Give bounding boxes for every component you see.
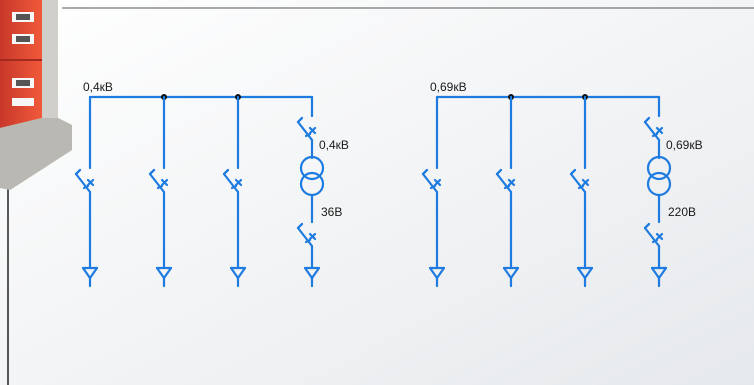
trafo-primary-voltage: 0,69кВ (666, 138, 703, 152)
feeder-3 (222, 95, 247, 288)
secondary-breaker (643, 222, 664, 248)
circuit-breaker (222, 168, 243, 194)
load-arrow (502, 266, 520, 288)
switchgear-cabinet-image (0, 0, 72, 190)
load-arrow (81, 266, 99, 288)
circuit-breaker (569, 168, 590, 194)
feeder-3 (569, 95, 594, 288)
circuit-breaker (74, 168, 95, 194)
load-arrow (303, 266, 321, 288)
trafo-secondary-voltage: 36В (321, 205, 342, 219)
feeder-1 (421, 95, 446, 288)
switch-x-mark (655, 126, 664, 135)
load-arrow (229, 266, 247, 288)
feeder-2 (495, 95, 520, 288)
switch-x-mark (308, 126, 317, 135)
panel-1: 0,4кВ 0,4кВ 36В (74, 80, 349, 288)
bus-voltage-label: 0,4кВ (83, 80, 113, 94)
primary-breaker (643, 116, 664, 142)
trafo-secondary-voltage: 220В (668, 205, 696, 219)
primary-breaker (296, 116, 317, 142)
feeder-1 (74, 95, 99, 288)
switch-x-mark (433, 178, 442, 187)
switch-x-mark (655, 232, 664, 241)
panel-2: 0,69кВ 0,69кВ 220В (421, 80, 703, 288)
switch-x-mark (234, 178, 243, 187)
switch-x-mark (308, 232, 317, 241)
transformer-feeder: 0,69кВ 220В (643, 95, 703, 288)
switch-x-mark (581, 178, 590, 187)
load-arrow (650, 266, 668, 288)
transformer-feeder: 0,4кВ 36В (296, 95, 349, 288)
load-arrow (428, 266, 446, 288)
switch-x-mark (160, 178, 169, 187)
load-arrow (155, 266, 173, 288)
feeder-2 (148, 95, 173, 288)
circuit-breaker (421, 168, 442, 194)
switch-x-mark (86, 178, 95, 187)
secondary-breaker (296, 222, 317, 248)
winding-primary (299, 155, 325, 181)
bus-voltage-label: 0,69кВ (430, 80, 467, 94)
circuit-breaker (495, 168, 516, 194)
load-arrow (576, 266, 594, 288)
winding-primary (646, 155, 672, 181)
circuit-breaker (148, 168, 169, 194)
switch-x-mark (507, 178, 516, 187)
trafo-primary-voltage: 0,4кВ (319, 138, 349, 152)
